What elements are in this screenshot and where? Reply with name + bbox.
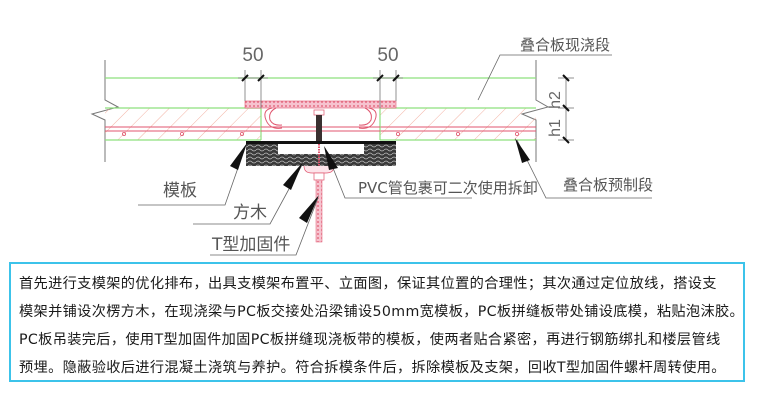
dimension-left: [238, 70, 268, 108]
description-line: 预埋。隐蔽验收后进行混凝土浇筑与养护。符合拆模条件后，拆除模板及支架，回收T型加…: [19, 360, 726, 376]
arrow-precast: [515, 138, 530, 163]
precast-slab-left: [105, 107, 261, 141]
dimension-thickness: [558, 74, 574, 144]
dimension-right: [373, 70, 403, 108]
timber-right: [364, 144, 396, 154]
dimension-right-value: 50: [377, 45, 398, 66]
label-formwork: 模板: [163, 181, 197, 201]
dimension-h1: h1: [547, 119, 564, 137]
timber-left: [246, 144, 278, 154]
dimension-left-value: 50: [242, 45, 263, 66]
description-line: 首先进行支模架的优化排布，出具支模架布置平、立面图，保证其位置的合理性；其次通过…: [19, 276, 717, 292]
precast-slab-right: [380, 107, 536, 141]
leader-cast-in-place: [477, 54, 612, 101]
loop-rebar-right-inner: [358, 107, 372, 126]
top-rebar-band: [244, 100, 397, 109]
loop-rebar-left-inner: [269, 107, 283, 126]
t-fastener-rod: [315, 179, 323, 243]
dimension-h2: h2: [547, 91, 564, 109]
formwork-joint-diagram: 50 50 h2 h1 叠合板现浇段 叠合板预制段 模板 方木 T型加固件 PV…: [90, 36, 653, 256]
label-timber: 方木: [233, 203, 267, 223]
arrow-formwork: [230, 143, 247, 170]
arrow-pvc: [324, 146, 338, 170]
description-box: 首先进行支模架的优化排布，出具支模架布置平、立面图，保证其位置的合理性；其次通过…: [9, 262, 745, 382]
t-fastener-nut: [313, 172, 325, 181]
arrow-t-fastener: [299, 195, 319, 223]
label-pvc: PVC管包裹可二次使用拆卸: [358, 179, 538, 197]
loop-rebar-right: [358, 107, 377, 129]
description-line: PC板吊装完后，使用T型加固件加固PC板拼缝现浇板带的模板，使两者贴合紧密，再进…: [19, 332, 721, 348]
label-precast: 叠合板预制段: [563, 176, 653, 194]
label-cast-in-place: 叠合板现浇段: [520, 36, 610, 54]
description-line: 模架并铺设次楞方木，在现浇梁与PC板交接处沿梁铺设50mm宽模板，PC板拼缝板带…: [19, 304, 745, 320]
arrow-timber: [283, 162, 303, 190]
leader-t-fastener: [210, 197, 319, 256]
loop-rebar-left: [264, 107, 283, 129]
formwork-panel: [246, 141, 396, 144]
timber-bottom: [246, 154, 396, 166]
pvc-sleeve: [316, 115, 322, 142]
t-bolt-nut-top: [313, 109, 325, 116]
label-t-fastener: T型加固件: [211, 235, 290, 255]
